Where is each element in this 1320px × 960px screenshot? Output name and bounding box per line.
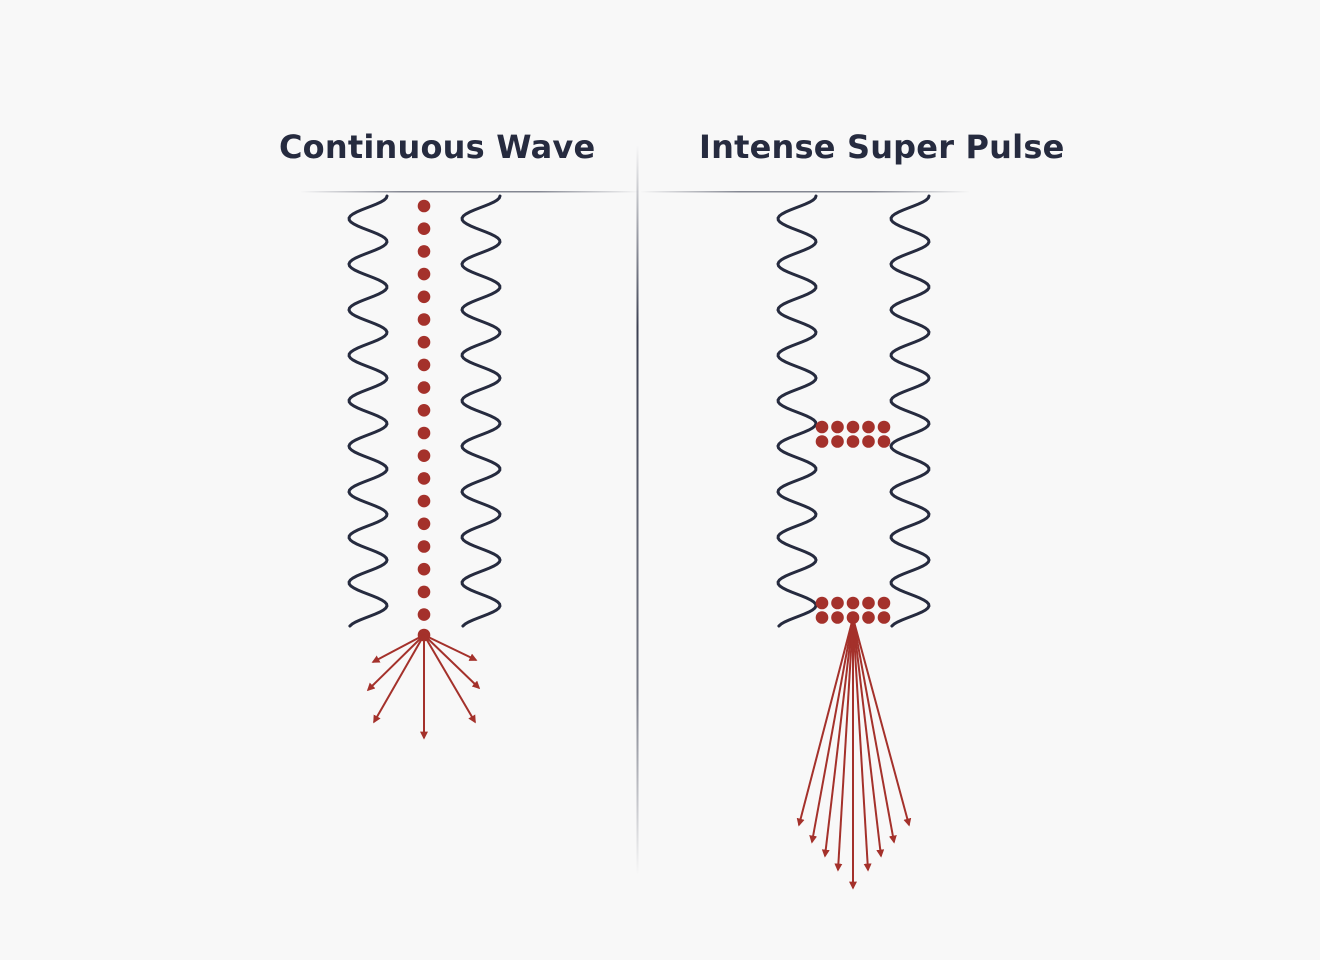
particle-dot	[417, 381, 431, 394]
focused-beam-arrow	[834, 617, 854, 872]
pulse-dot	[877, 435, 891, 448]
right-wave-inner	[889, 194, 931, 628]
focused-beam-arrow	[796, 617, 854, 827]
pulse-dot	[831, 596, 844, 610]
pulse-dot	[831, 435, 844, 448]
continuous-wave-title: Continuous Wave	[279, 128, 596, 166]
focused-beam-arrow	[821, 617, 854, 858]
scatter-arrow	[373, 634, 425, 724]
left-header-rule	[300, 191, 640, 193]
scatter-arrow	[366, 634, 425, 692]
scatter-arrow	[423, 634, 481, 690]
pulse-dot	[815, 596, 829, 610]
pulse-dot	[831, 611, 844, 624]
intense-super-pulse-panel	[776, 194, 931, 890]
particle-dot	[417, 358, 431, 372]
particle-dot	[417, 517, 431, 531]
particle-dot	[417, 245, 431, 258]
pulse-dot	[877, 420, 891, 434]
pulse-dot	[815, 420, 829, 434]
pulse-cluster-lower	[815, 596, 891, 624]
pulse-dot	[831, 420, 844, 434]
pulse-cluster-upper	[815, 420, 891, 448]
left-wave-outer	[347, 194, 389, 628]
particle-dot	[417, 290, 431, 304]
particle-dot	[417, 222, 431, 235]
pulse-dot	[862, 611, 875, 624]
particle-dot	[417, 199, 431, 213]
pulse-dot	[815, 435, 829, 448]
pulse-dot	[862, 435, 875, 448]
pulse-dot	[862, 420, 875, 434]
particle-dot	[417, 494, 431, 508]
particle-dot	[417, 472, 431, 485]
continuous-wave-panel	[347, 194, 502, 740]
scatter-arrow	[371, 634, 425, 663]
center-divider	[636, 145, 639, 875]
right-header-rule	[640, 191, 970, 193]
particle-dot	[417, 313, 431, 326]
focused-beam-arrow	[852, 617, 885, 858]
intense-super-pulse-title: Intense Super Pulse	[699, 128, 1065, 166]
pulse-dot	[846, 435, 860, 448]
scatter-arrow	[423, 634, 478, 661]
focused-beam-arrow	[809, 617, 854, 844]
particle-dot	[417, 267, 431, 281]
scatter-arrow	[423, 634, 476, 724]
pulse-dot	[846, 420, 860, 434]
focused-beam-arrow	[852, 617, 872, 872]
left-wave-inner	[460, 194, 502, 628]
particle-dot	[417, 608, 431, 621]
pulse-dot	[815, 611, 829, 624]
particle-dot	[417, 426, 431, 440]
pulse-dot	[877, 611, 891, 624]
particle-dot	[417, 404, 431, 417]
pulse-dot	[862, 596, 875, 610]
pulse-dot	[846, 596, 860, 610]
particle-dot	[417, 562, 431, 576]
pulse-dot	[877, 596, 891, 610]
particle-dot	[417, 335, 431, 349]
particle-dot	[417, 540, 431, 553]
right-wave-outer	[776, 194, 818, 628]
focused-beam-arrow	[852, 617, 897, 844]
particle-dot	[417, 449, 431, 463]
focused-beam-arrow	[852, 617, 912, 827]
particle-dot	[417, 585, 431, 599]
